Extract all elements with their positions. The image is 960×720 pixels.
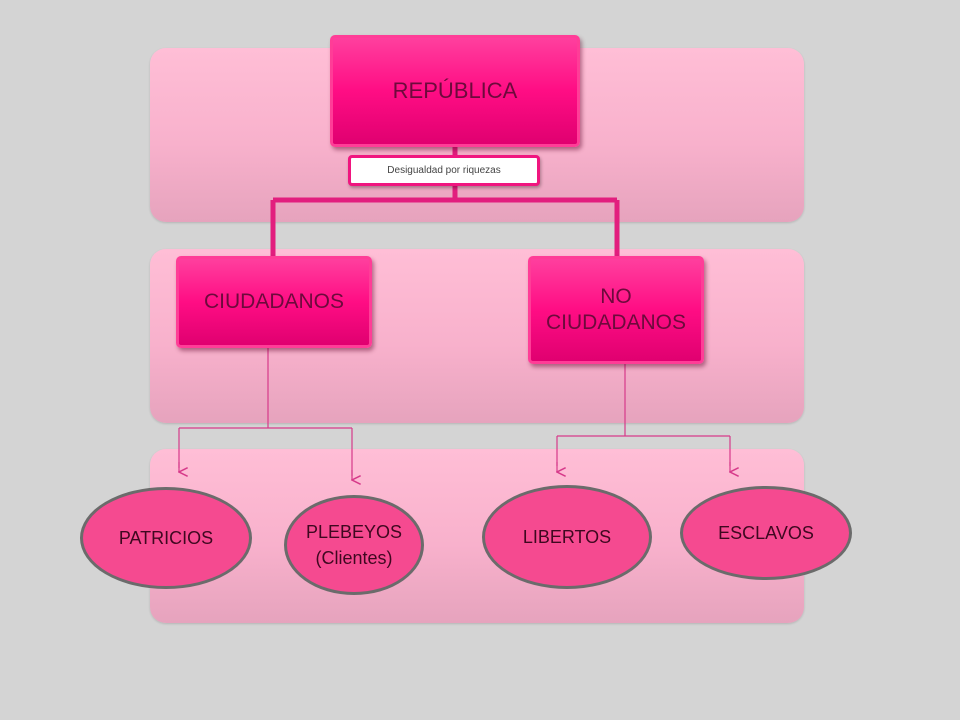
node-plebeyos-sublabel: (Clientes) xyxy=(315,548,393,568)
node-no-ciudadanos: NO CIUDADANOS xyxy=(528,256,704,364)
node-ciudadanos: CIUDADANOS xyxy=(176,256,372,348)
connector-no-ciudadanos xyxy=(556,364,731,466)
node-no-ciudadanos-label: NO CIUDADANOS xyxy=(545,285,687,334)
node-patricios: PATRICIOS xyxy=(80,487,252,589)
node-libertos: LIBERTOS xyxy=(482,485,652,589)
node-republica: REPÚBLICA xyxy=(330,35,580,147)
node-plebeyos: PLEBEYOS (Clientes) xyxy=(284,495,424,595)
node-plebeyos-label: PLEBEYOS xyxy=(305,522,403,542)
node-republica-label: REPÚBLICA xyxy=(392,78,518,103)
connector-label: Desigualdad por riquezas xyxy=(348,155,540,186)
node-libertos-label: LIBERTOS xyxy=(522,527,612,547)
connector-ciudadanos xyxy=(178,348,353,476)
node-patricios-label: PATRICIOS xyxy=(118,528,214,548)
connector-label-text: Desigualdad por riquezas xyxy=(387,165,501,176)
node-ciudadanos-label: CIUDADANOS xyxy=(203,290,345,313)
node-esclavos: ESCLAVOS xyxy=(680,486,852,580)
node-esclavos-label: ESCLAVOS xyxy=(718,523,814,543)
